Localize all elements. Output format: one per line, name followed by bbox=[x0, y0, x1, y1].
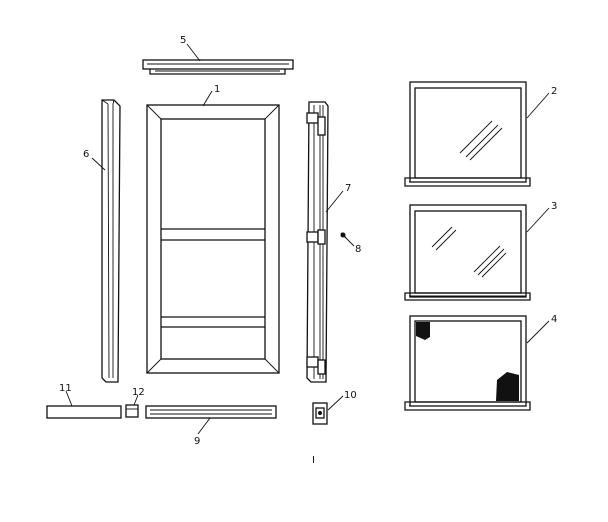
screen-panel-part bbox=[404, 315, 531, 411]
closer-bracket-part bbox=[312, 402, 328, 425]
left-side-rail-part bbox=[101, 99, 121, 383]
end-cap-part bbox=[125, 404, 139, 418]
callout-12: 12 bbox=[132, 387, 145, 398]
callout-2: 2 bbox=[551, 86, 557, 97]
footer-mark: I bbox=[312, 455, 315, 466]
callout-7: 7 bbox=[345, 183, 351, 194]
callout-10: 10 bbox=[344, 390, 357, 401]
callout-6: 6 bbox=[83, 149, 89, 160]
door-frame-part bbox=[146, 104, 280, 374]
leader-lines bbox=[65, 43, 550, 435]
top-rail-part bbox=[142, 59, 294, 75]
callout-9: 9 bbox=[194, 436, 200, 447]
glass-panel-top-part bbox=[404, 81, 531, 187]
glass-panel-middle-part bbox=[404, 204, 531, 301]
sweep-strip-part bbox=[46, 405, 122, 419]
callout-1: 1 bbox=[214, 84, 220, 95]
bottom-rail-part bbox=[145, 405, 277, 419]
callout-11: 11 bbox=[59, 383, 72, 394]
callout-8: 8 bbox=[355, 244, 361, 255]
callout-5: 5 bbox=[180, 35, 186, 46]
screw-part bbox=[340, 232, 347, 239]
hinge-rail-part bbox=[306, 101, 329, 383]
callout-4: 4 bbox=[551, 314, 557, 325]
callout-3: 3 bbox=[551, 201, 557, 212]
